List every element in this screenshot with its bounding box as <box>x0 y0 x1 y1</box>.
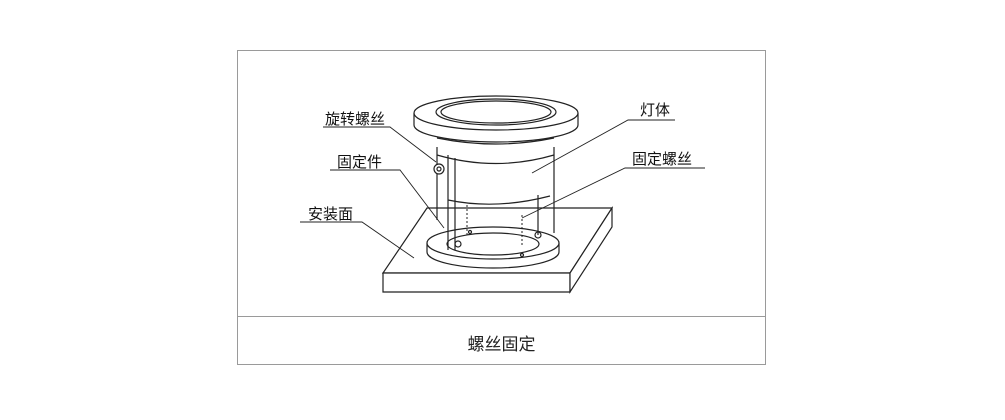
figure-frame <box>237 50 766 365</box>
label-mounting-surface: 安装面 <box>308 205 354 223</box>
caption-divider <box>237 316 766 317</box>
label-lamp-body: 灯体 <box>640 101 671 119</box>
base-flange <box>426 226 560 269</box>
label-fixing-part: 固定件 <box>337 153 383 171</box>
figure-caption: 螺丝固定 <box>467 335 536 355</box>
top-flange <box>413 95 579 145</box>
leader-lines <box>300 119 705 259</box>
label-fixing-screw: 固定螺丝 <box>632 150 693 168</box>
label-rotate-screw: 旋转螺丝 <box>325 110 386 128</box>
lamp-body <box>433 147 555 250</box>
